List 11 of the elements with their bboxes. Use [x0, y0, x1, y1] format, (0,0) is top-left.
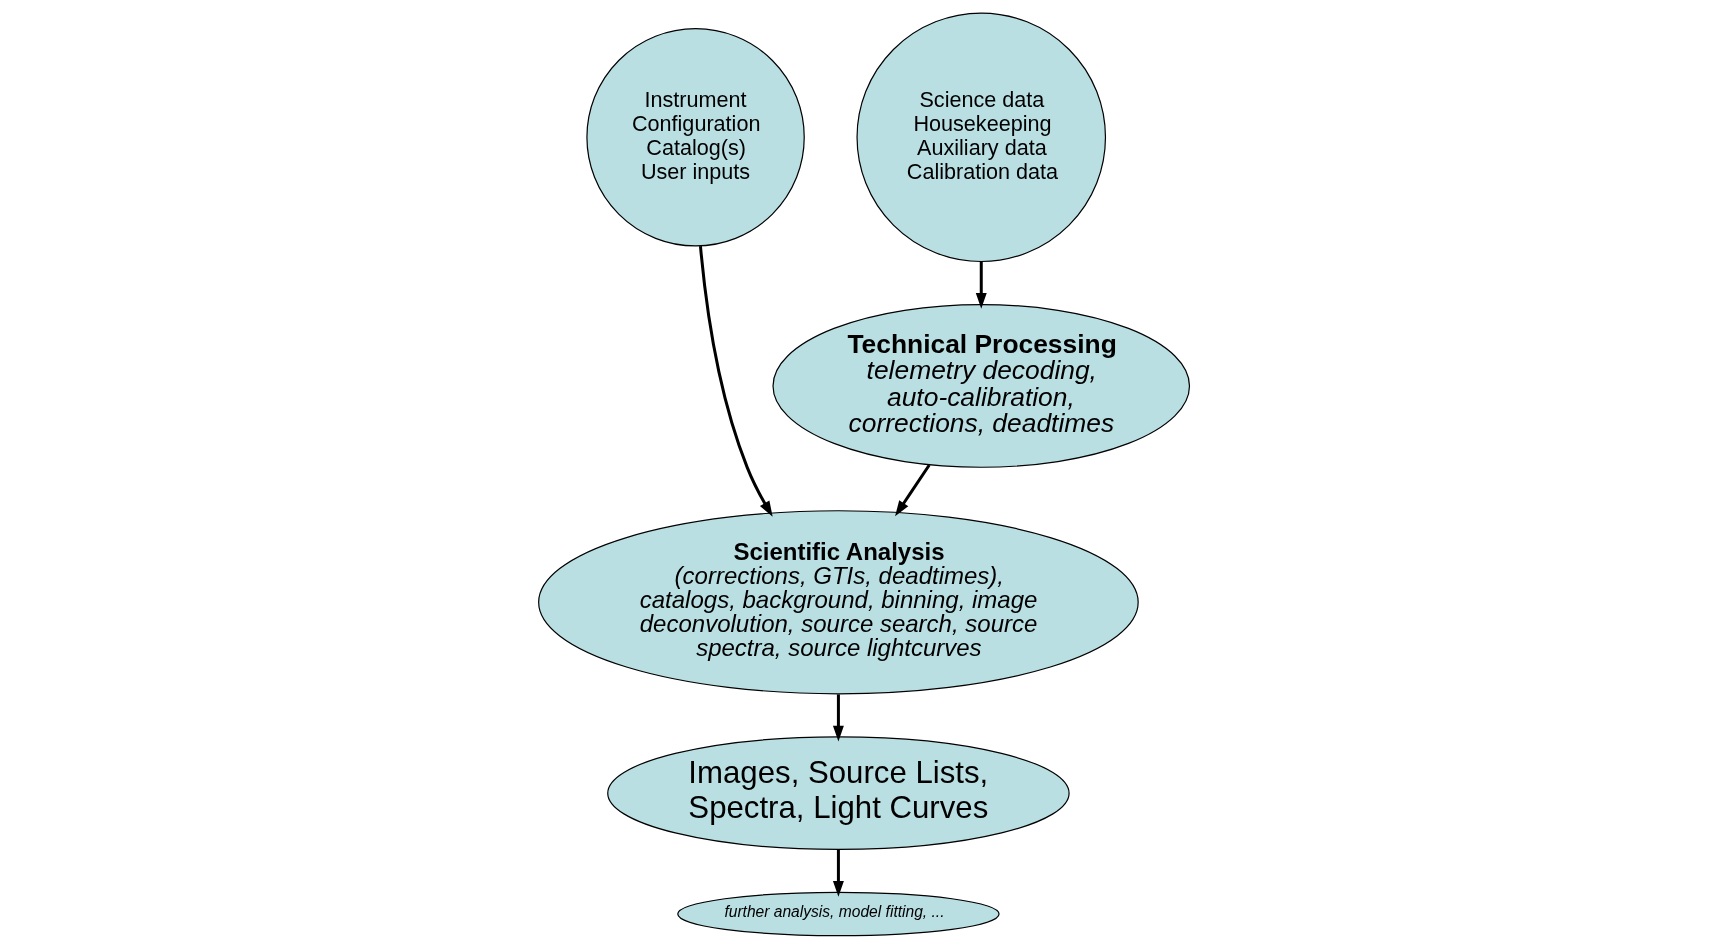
arrow	[895, 464, 931, 517]
node-ellipse: further analysis, model fitting, ...	[677, 891, 1000, 937]
node-ellipse: Images, Source Lists, Spectra, Light Curves	[607, 736, 1070, 850]
node-ellipse: Technical Processing telemetry decoding, auto-calibration, corrections, deadtimes	[772, 303, 1191, 468]
arrow	[698, 245, 773, 517]
arrow	[832, 849, 844, 897]
arrow	[975, 261, 987, 309]
node-circle: Instrument Configuration Catalog(s) User inputs	[586, 28, 805, 247]
node-ellipse: Scientific Analysis (corrections, GTIs, deadtimes), catalogs, background, binning, image deconvolution, source search, source spectra, source lightcurves	[538, 510, 1139, 695]
arrow	[832, 694, 844, 742]
node-circle: Science data Housekeeping Auxiliary data Calibration data	[856, 12, 1107, 263]
